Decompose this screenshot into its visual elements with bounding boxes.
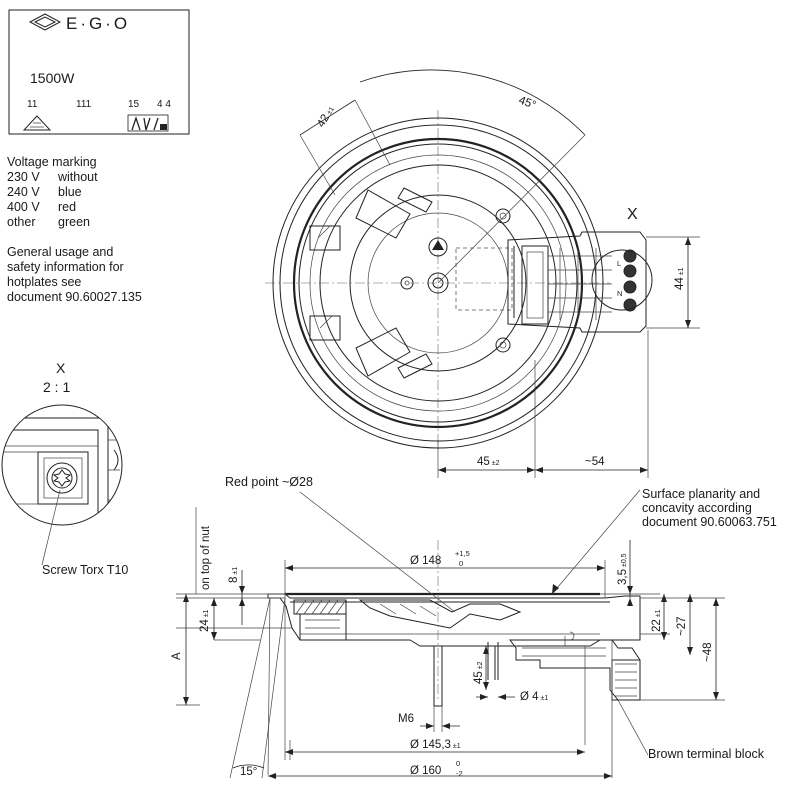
detail-circle — [1, 404, 123, 526]
detail-letter: X — [56, 360, 66, 376]
dim-45: 45±2 — [477, 456, 500, 468]
detail-marker-circle — [591, 249, 653, 311]
voltage-row-1-c: without — [57, 170, 98, 184]
code-1: 11 — [27, 99, 38, 110]
dim-d145: Ø 145,3±1 — [410, 739, 461, 751]
dim-24: 24±1 — [199, 609, 211, 632]
center-hub — [400, 237, 449, 294]
info-line-1: General usage and — [7, 245, 113, 259]
detail-marker-letter: X — [627, 206, 638, 223]
info-line-2: safety information for — [7, 260, 124, 274]
info-line-4: document 90.60027.135 — [7, 290, 142, 304]
screw-leader — [41, 489, 61, 566]
voltage-title: Voltage marking — [7, 155, 97, 169]
general-info: General usage and safety information for… — [7, 245, 142, 304]
dim-8: 8±1 — [228, 567, 240, 583]
dim-angle-45: 45° — [517, 95, 537, 112]
brand-text: E·G·O — [66, 14, 130, 33]
dim-d148-tol-up: +1,5 — [455, 549, 470, 558]
surface-line-1: Surface planarity and — [642, 487, 760, 501]
info-line-3: hotplates see — [7, 275, 81, 289]
voltage-row-4-v: other — [7, 215, 36, 229]
dim-45-stud: 45±2 — [473, 661, 485, 684]
code-2: 111 — [76, 99, 92, 110]
red-point-leader — [299, 491, 456, 613]
dim-d148-tol-low: 0 — [459, 559, 463, 568]
dim-d160-tol-up: 0 — [456, 759, 460, 768]
code-3: 15 — [128, 99, 140, 110]
torx-screw-icon — [46, 462, 78, 494]
voltage-row-2-v: 240 V — [7, 185, 40, 199]
surface-line-3: document 90.60063.751 — [642, 515, 777, 529]
dim-d160: Ø 160 — [410, 765, 441, 777]
voltage-row-3-v: 400 V — [7, 200, 40, 214]
dim-35: 3,5±0,5 — [617, 553, 629, 585]
warning-triangle-icon — [22, 115, 52, 131]
dim-d148: Ø 148 — [410, 555, 441, 567]
dim-27: ~27 — [676, 616, 688, 636]
dim-48: ~48 — [702, 642, 714, 662]
dim-A: A — [171, 652, 183, 660]
detail-x: X 2 : 1 Screw Torx T10 — [1, 360, 128, 577]
ego-logo: E·G·O — [28, 13, 130, 33]
dim-d4: Ø 4±1 — [520, 691, 548, 703]
brown-block-leader — [617, 699, 649, 756]
voltage-marking: Voltage marking 230 V without 240 V blue… — [7, 155, 98, 229]
certification-mark-icon — [127, 114, 169, 132]
dim-22: 22±1 — [651, 609, 663, 632]
power-rating: 1500W — [30, 70, 75, 86]
dim-42: 42±1 — [315, 104, 337, 130]
mount-hole-top — [495, 208, 511, 224]
top-view: L N X 42±1 45° 44±1 45±2 ~54 — [265, 69, 700, 478]
on-top-of-nut: on top of nut — [200, 525, 212, 590]
logo-box: E·G·O 1500W 11 111 15 4 4 — [8, 9, 190, 135]
surface-line-2: concavity according — [642, 501, 752, 515]
dim-44: 44±1 — [674, 267, 686, 290]
screw-label: Screw Torx T10 — [42, 563, 128, 577]
voltage-row-2-c: blue — [58, 185, 82, 199]
brown-block-label: Brown terminal block — [648, 747, 765, 761]
surface-leader — [551, 489, 641, 595]
red-point-label: Red point ~Ø28 — [225, 475, 313, 489]
voltage-row-1-v: 230 V — [7, 170, 40, 184]
dim-d160-tol-low: -2 — [456, 769, 463, 778]
dim-15-deg: 15° — [240, 766, 257, 778]
mount-hole-bottom — [495, 337, 511, 353]
dim-m6: M6 — [398, 713, 414, 725]
voltage-row-3-c: red — [58, 200, 76, 214]
dim-54: ~54 — [585, 456, 605, 468]
code-4: 4 4 — [157, 99, 171, 110]
terminal-block: L N — [507, 231, 647, 333]
detail-scale: 2 : 1 — [43, 379, 70, 395]
pin-letter-n: N — [617, 289, 622, 298]
voltage-row-4-c: green — [58, 215, 90, 229]
section-view: A 24±1 8±1 on top of nut 3,5±0,5 22±1 ~2… — [171, 475, 777, 779]
pin-letter-l: L — [617, 259, 621, 268]
